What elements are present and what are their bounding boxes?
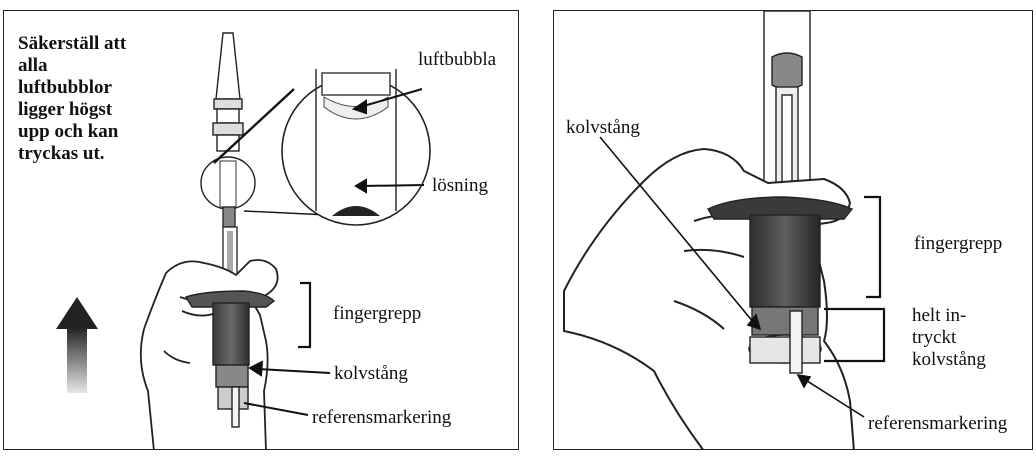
- label-finger-grip: fingergrepp: [333, 303, 422, 324]
- syringe-top: [763, 11, 811, 198]
- label-reference-mark: referensmarkering: [312, 407, 452, 428]
- hand-illustration: [139, 259, 279, 449]
- label-finger-grip: fingergrepp: [914, 233, 1003, 254]
- label-solution: lösning: [432, 175, 488, 196]
- label-plunger-rod: kolvstång: [566, 117, 640, 138]
- finger-grip-bracket: [864, 195, 882, 299]
- right-illustration: [563, 11, 886, 449]
- zoom-line-top: [213, 88, 295, 164]
- fully-pressed-bracket: [824, 307, 886, 363]
- instruction-text: Säkerställ att alla luftbubblor ligger h…: [18, 33, 127, 164]
- reference-mark-line: [243, 402, 309, 416]
- needle-cap: [212, 32, 244, 152]
- finger-grip-bracket: [298, 281, 312, 349]
- left-illustration: [56, 32, 431, 449]
- label-fully-pressed-plunger: helt in- tryckt kolvstång: [912, 305, 986, 370]
- label-air-bubble: luftbubbla: [418, 49, 497, 70]
- left-panel: Säkerställ att alla luftbubblor ligger h…: [3, 10, 519, 450]
- up-arrow-icon: [56, 297, 98, 393]
- label-plunger-rod: kolvstång: [334, 363, 408, 384]
- right-panel: kolvstång fingergrepp helt in- tryckt ko…: [553, 10, 1033, 450]
- label-reference-mark: referensmarkering: [868, 413, 1008, 434]
- magnifier-small-circle: [200, 156, 256, 210]
